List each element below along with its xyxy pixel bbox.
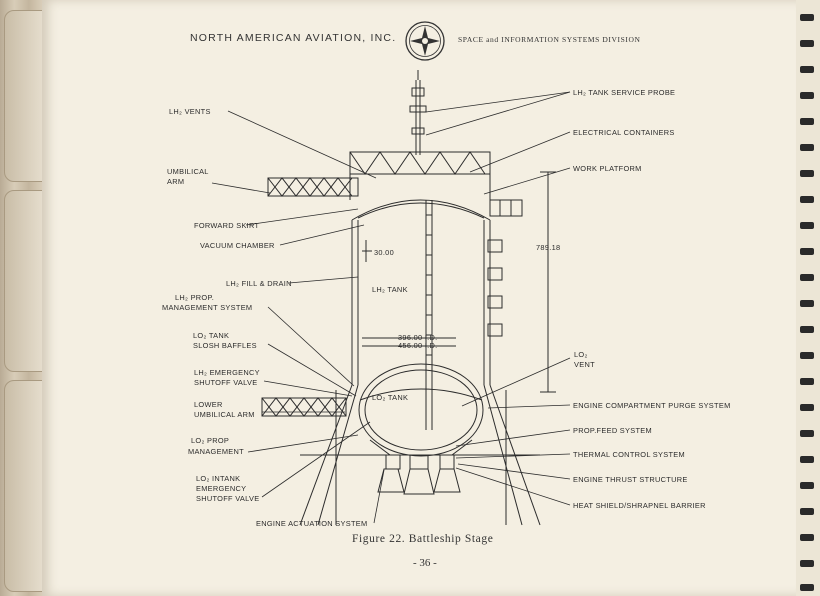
label-engine-actuation: ENGINE ACTUATION SYSTEM bbox=[256, 519, 368, 528]
label-lh2-emergency-1: LH₂ EMERGENCY bbox=[194, 368, 260, 377]
label-forward-skirt: FORWARD SKIRT bbox=[194, 221, 260, 230]
label-lh2-vents: LH₂ VENTS bbox=[169, 107, 211, 116]
label-lower-umbilical-1: LOWER bbox=[194, 400, 223, 409]
label-lh2-emergency-2: SHUTOFF VALVE bbox=[194, 378, 258, 387]
label-work-platform: WORK PLATFORM bbox=[573, 164, 642, 173]
label-vacuum-chamber: VACUUM CHAMBER bbox=[200, 241, 275, 250]
label-lo2-vent-1: LO₂ bbox=[574, 350, 588, 359]
divider-tab bbox=[4, 10, 46, 182]
spiral-binding bbox=[796, 0, 820, 596]
label-lh2-fill-drain: LH₂ FILL & DRAIN bbox=[226, 279, 292, 288]
label-prop-feed: PROP.FEED SYSTEM bbox=[573, 426, 652, 435]
label-engine-thrust: ENGINE THRUST STRUCTURE bbox=[573, 475, 688, 484]
label-lh2-service-probe: LH₂ TANK SERVICE PROBE bbox=[573, 88, 676, 97]
company-name: NORTH AMERICAN AVIATION, INC. bbox=[190, 32, 397, 44]
label-dim-30: 30.00 bbox=[374, 248, 394, 257]
binder-edge bbox=[0, 0, 48, 596]
document-page bbox=[42, 0, 800, 596]
label-lh2-tank: LH₂ TANK bbox=[372, 285, 408, 294]
label-lo2-prop-2: MANAGEMENT bbox=[188, 447, 244, 456]
label-lo2-intank-2: EMERGENCY bbox=[196, 484, 247, 493]
division-name: SPACE and INFORMATION SYSTEMS DIVISION bbox=[458, 35, 641, 44]
label-height-dimension: 789.18 bbox=[536, 243, 561, 252]
label-heat-shield: HEAT SHIELD/SHRAPNEL BARRIER bbox=[573, 501, 706, 510]
figure-caption: Figure 22. Battleship Stage bbox=[352, 533, 494, 545]
label-lo2-tank-slosh-1: LO₂ TANK bbox=[193, 331, 230, 340]
label-lh2-prop-1: LH₂ PROP. bbox=[175, 293, 215, 302]
page-number: - 36 - bbox=[413, 557, 437, 569]
label-dim-456: 456.00 I.D. bbox=[398, 341, 438, 350]
label-lh2-prop-2: MANAGEMENT SYSTEM bbox=[162, 303, 253, 312]
divider-tab bbox=[4, 380, 46, 592]
label-lo2-intank-3: SHUTOFF VALVE bbox=[196, 494, 260, 503]
label-umbilical-arm-2: ARM bbox=[167, 177, 185, 186]
label-lo2-vent-2: VENT bbox=[574, 360, 595, 369]
label-lo2-intank-1: LO₂ INTANK bbox=[196, 474, 241, 483]
label-engine-purge: ENGINE COMPARTMENT PURGE SYSTEM bbox=[573, 401, 731, 410]
label-thermal-control: THERMAL CONTROL SYSTEM bbox=[573, 450, 685, 459]
label-lo2-prop-1: LO₂ PROP bbox=[191, 436, 230, 445]
label-lower-umbilical-2: UMBILICAL ARM bbox=[194, 410, 255, 419]
label-lo2-tank: LO₂ TANK bbox=[372, 393, 409, 402]
label-lo2-tank-slosh-2: SLOSH BAFFLES bbox=[193, 341, 257, 350]
label-electrical-containers: ELECTRICAL CONTAINERS bbox=[573, 128, 675, 137]
company-logo bbox=[404, 20, 446, 67]
label-dim-396: 396.00 I.D. bbox=[398, 333, 438, 342]
divider-tab bbox=[4, 190, 46, 372]
label-umbilical-arm-1: UMBILICAL bbox=[167, 167, 209, 176]
